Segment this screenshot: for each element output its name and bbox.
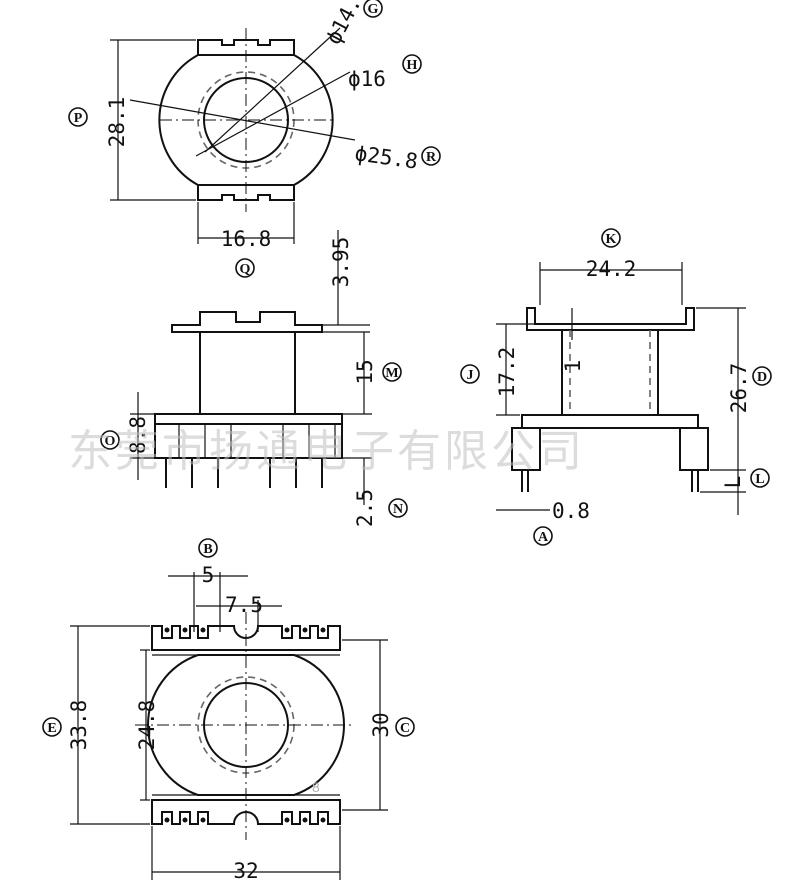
bottom-view-pin-dot	[284, 817, 290, 823]
label-p: P	[68, 107, 88, 127]
bottom-view-pin-dot	[182, 817, 188, 823]
bottom-view-pin-dot	[320, 627, 326, 633]
leader-g	[204, 27, 341, 153]
dim-15: 15	[353, 359, 377, 384]
svg-text:O: O	[105, 434, 116, 449]
label-q: Q	[235, 258, 255, 278]
svg-text:M: M	[385, 366, 398, 381]
dim-17-2: 17.2	[495, 347, 519, 398]
svg-text:J: J	[467, 368, 474, 383]
svg-text:P: P	[74, 111, 83, 126]
side-view-base	[154, 423, 343, 459]
bottom-view-pin-dot	[164, 817, 170, 823]
svg-text:C: C	[400, 721, 410, 736]
right-view	[496, 262, 746, 515]
dim-phi-16: ϕ16	[348, 67, 386, 91]
right-view-right-foot	[679, 427, 709, 471]
label-j: J	[460, 364, 480, 384]
top-view-outer-ring	[158, 54, 334, 186]
side-view-body	[199, 331, 296, 415]
bottom-view-pin-dot	[200, 627, 206, 633]
dim-2-5: 2.5	[353, 489, 377, 527]
dim-16-8: 16.8	[221, 227, 272, 251]
bottom-view-pin-dot	[284, 627, 290, 633]
label-b: B	[198, 538, 218, 558]
dim-l-text: L	[721, 476, 745, 489]
dim-32: 32	[233, 859, 258, 883]
dim-8-8: 8.8	[126, 416, 150, 454]
bottom-view-pin-dots	[164, 627, 326, 823]
svg-text:R: R	[426, 150, 437, 165]
bottom-view	[70, 572, 388, 880]
dim-24-2: 24.2	[586, 257, 637, 281]
svg-text:D: D	[757, 370, 767, 385]
svg-text:K: K	[606, 232, 617, 247]
top-view-upper-flange	[197, 39, 295, 56]
svg-text:B: B	[203, 542, 212, 557]
right-view-top-flange	[526, 307, 695, 331]
label-n: N	[388, 498, 408, 518]
label-e: E	[42, 717, 62, 737]
svg-text:L: L	[755, 472, 764, 487]
label-o: O	[100, 430, 120, 450]
right-view-left-foot	[511, 427, 541, 471]
dim-28-1: 28.1	[105, 97, 129, 148]
label-g: G	[363, 0, 383, 18]
side-view-pins	[165, 424, 336, 488]
dim-26-7: 26.7	[727, 363, 751, 414]
dim-5: 5	[202, 563, 215, 587]
svg-text:N: N	[393, 502, 403, 517]
dim-24-8: 24.8	[135, 700, 159, 751]
svg-text:E: E	[47, 721, 56, 736]
bottom-view-outer-ring	[147, 654, 345, 796]
right-view-base-plate	[521, 414, 699, 429]
bottom-view-lower-rail	[151, 799, 341, 825]
bottom-view-pin-dot	[164, 627, 170, 633]
leader-r	[129, 99, 356, 141]
label-a: A	[533, 526, 553, 546]
bottom-view-upper-rail	[151, 625, 341, 651]
mark-8: 8	[312, 779, 320, 795]
watermark: 东莞市扬通电子有限公司	[68, 426, 585, 477]
dim-33-8: 33.8	[67, 700, 91, 751]
side-view-top-flange	[171, 311, 323, 333]
bottom-view-pin-dot	[302, 627, 308, 633]
dim-3-95: 3.95	[329, 237, 353, 288]
bottom-view-pin-dot	[182, 627, 188, 633]
top-view	[110, 27, 356, 244]
bottom-view-pin-dot	[320, 817, 326, 823]
side-view-base-plate	[154, 413, 343, 425]
svg-text:Q: Q	[240, 262, 251, 277]
label-d: D	[752, 366, 772, 386]
label-r: R	[421, 146, 441, 166]
dim-30: 30	[369, 712, 393, 737]
label-k: K	[601, 228, 621, 248]
dim-phi-25-8: ϕ25.8	[353, 141, 419, 174]
label-c: C	[395, 717, 415, 737]
leader-h	[195, 71, 351, 157]
dim-inner-1: 1	[561, 360, 585, 373]
svg-text:H: H	[407, 58, 418, 73]
dim-0-8: 0.8	[552, 499, 590, 523]
svg-text:A: A	[538, 530, 549, 545]
label-m: M	[382, 362, 402, 382]
side-view	[130, 230, 372, 505]
bottom-view-pin-dot	[302, 817, 308, 823]
svg-text:G: G	[368, 2, 379, 17]
label-l: L	[750, 468, 770, 488]
top-view-lower-flange	[197, 184, 295, 201]
bottom-view-pin-dot	[200, 817, 206, 823]
dim-7-5: 7.5	[225, 593, 263, 617]
label-h: H	[402, 54, 422, 74]
